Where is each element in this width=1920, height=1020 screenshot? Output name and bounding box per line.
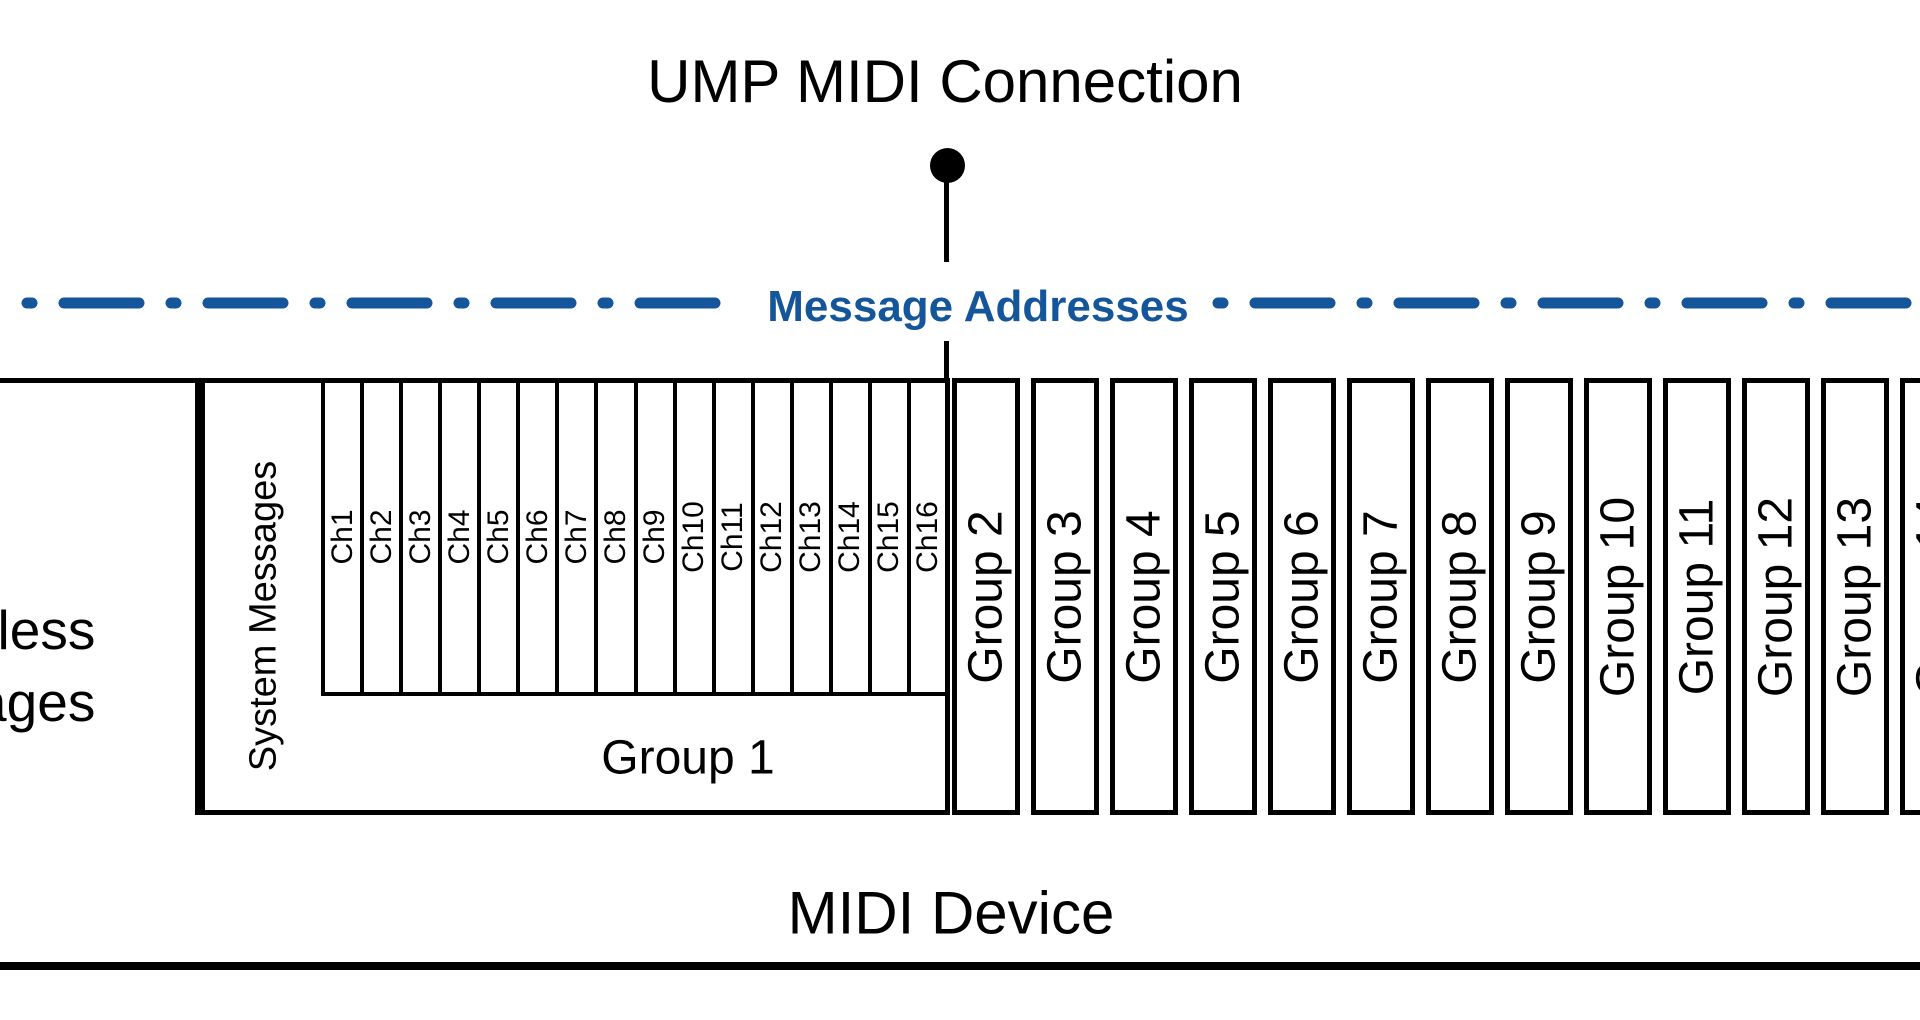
group-box: Group 4 bbox=[1110, 378, 1178, 815]
group-box: Group 3 bbox=[1031, 378, 1099, 815]
connection-endpoint-dot bbox=[930, 148, 965, 183]
group-box: Group 10 bbox=[1584, 378, 1652, 815]
system-messages-label: System Messages bbox=[242, 460, 285, 772]
group-box: Group 6 bbox=[1268, 378, 1336, 815]
group-label: Group 7 bbox=[1354, 509, 1408, 684]
group-label: Group 2 bbox=[959, 509, 1013, 684]
channel-label: Ch1 bbox=[325, 509, 359, 565]
channel-label: Ch7 bbox=[559, 509, 593, 565]
midi-device-label: MIDI Device bbox=[787, 879, 1115, 947]
group-label: Group 12 bbox=[1749, 496, 1803, 697]
channel-label: Ch12 bbox=[755, 501, 789, 573]
channel-box: Ch6 bbox=[516, 382, 555, 692]
connection-line-lower bbox=[944, 341, 949, 379]
channel-box: Ch16 bbox=[906, 382, 946, 692]
group-box: Group 7 bbox=[1347, 378, 1415, 815]
group-label: Group 4 bbox=[1117, 509, 1171, 684]
channel-label: Ch3 bbox=[403, 509, 437, 565]
group-box: Group 8 bbox=[1426, 378, 1494, 815]
midi-device-bottom-edge bbox=[0, 962, 1920, 970]
group-box: Group 12 bbox=[1742, 378, 1810, 815]
message-addresses-dashed-line bbox=[21, 297, 1920, 309]
group-box: Group 11 bbox=[1663, 378, 1731, 815]
channel-box: Ch15 bbox=[867, 382, 907, 692]
group-box: Group 9 bbox=[1505, 378, 1573, 815]
channel-label: Ch10 bbox=[677, 501, 711, 573]
group-1-label: Group 1 bbox=[601, 731, 775, 785]
channel-label: Ch8 bbox=[598, 509, 632, 565]
channel-label: Ch15 bbox=[872, 501, 906, 573]
channel-box: Ch2 bbox=[360, 382, 399, 692]
channel-label: Ch4 bbox=[442, 509, 476, 565]
channel-box: Ch12 bbox=[750, 382, 790, 692]
group-box: Group 2 bbox=[952, 378, 1020, 815]
channel-box: Ch1 bbox=[325, 382, 360, 692]
channel-label: Ch14 bbox=[833, 501, 867, 573]
channel-label: Ch11 bbox=[716, 502, 750, 572]
groupless-messages-label-line2: Messages bbox=[0, 671, 96, 733]
channel-box: Ch10 bbox=[672, 382, 712, 692]
channel-box: Ch14 bbox=[828, 382, 868, 692]
message-addresses-label: Message Addresses bbox=[767, 282, 1189, 331]
connection-line-upper bbox=[944, 181, 949, 262]
channel-strip: Ch1 Ch2 Ch3 Ch4 Ch5 Ch6 Ch7 bbox=[321, 378, 950, 696]
channel-label: Ch16 bbox=[911, 501, 945, 573]
group-label: Group 13 bbox=[1828, 496, 1882, 697]
channel-box: Ch3 bbox=[399, 382, 438, 692]
group-label: Group 5 bbox=[1196, 509, 1250, 684]
channel-label: Ch6 bbox=[520, 509, 554, 565]
group-label: Group 14 bbox=[1907, 496, 1920, 697]
channel-label: Ch5 bbox=[481, 509, 515, 565]
channel-box: Ch11 bbox=[711, 382, 751, 692]
channel-box: Ch7 bbox=[555, 382, 594, 692]
channel-box: Ch4 bbox=[438, 382, 477, 692]
group-label: Group 10 bbox=[1591, 496, 1645, 697]
group-label: Group 6 bbox=[1275, 509, 1329, 684]
channel-box: Ch8 bbox=[594, 382, 633, 692]
groupless-messages-label: Groupless Messages bbox=[0, 594, 270, 738]
channel-box: Ch13 bbox=[789, 382, 829, 692]
group-label: Group 11 bbox=[1670, 498, 1724, 695]
channel-box: Ch5 bbox=[477, 382, 516, 692]
channel-label: Ch2 bbox=[364, 509, 398, 565]
channel-label: Ch9 bbox=[638, 509, 672, 565]
diagram-title: UMP MIDI Connection bbox=[647, 48, 1243, 115]
groupless-messages-label-line1: Groupless bbox=[0, 599, 96, 661]
channel-label: Ch13 bbox=[794, 501, 828, 573]
group-box: Group 5 bbox=[1189, 378, 1257, 815]
group-box: Group 14 bbox=[1900, 378, 1920, 815]
group-box: Group 13 bbox=[1821, 378, 1889, 815]
groupless-messages-box bbox=[0, 378, 200, 815]
group-label: Group 9 bbox=[1512, 509, 1566, 684]
channel-box: Ch9 bbox=[633, 382, 673, 692]
group-label: Group 8 bbox=[1433, 509, 1487, 684]
group-label: Group 3 bbox=[1038, 509, 1092, 684]
